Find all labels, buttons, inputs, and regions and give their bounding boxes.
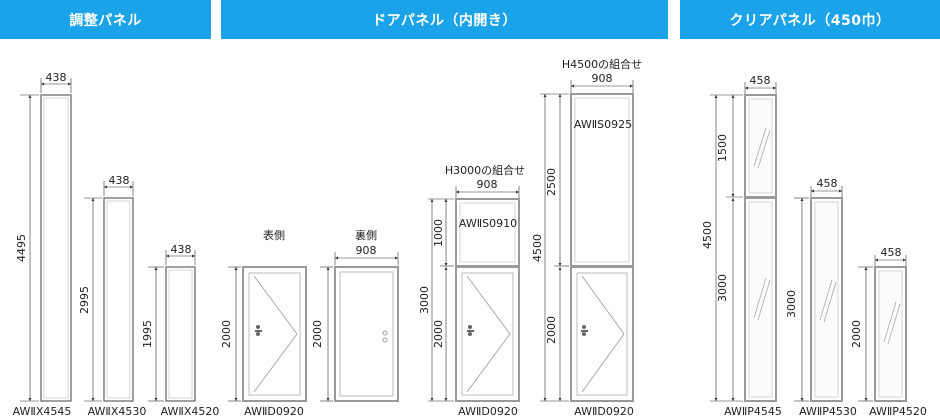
model-door-front: AWⅡD0920 bbox=[244, 405, 304, 418]
label-front: 表側 bbox=[263, 228, 285, 242]
dim-height-door-front bbox=[228, 266, 241, 402]
dim-label-h3000-2000: 2000 bbox=[432, 320, 445, 348]
model-s0925: AWⅡS0925 bbox=[574, 118, 632, 131]
door-front-inner bbox=[248, 272, 301, 396]
dim-label-x4520-width: 438 bbox=[171, 243, 192, 256]
dim-label-p4545-3000: 3000 bbox=[716, 274, 729, 302]
glass-reflection-icon bbox=[753, 127, 771, 169]
dim-width-p4520 bbox=[874, 255, 907, 266]
dim-label-p4530-width: 458 bbox=[817, 177, 838, 190]
model-x4530: AWⅡX4530 bbox=[88, 405, 147, 418]
door-h3000-handle-icon bbox=[467, 325, 474, 336]
dim-label-x4520-height: 1995 bbox=[141, 320, 154, 348]
model-door-h3000: AWⅡD0920 bbox=[458, 405, 518, 418]
model-p4530: AWⅡP4530 bbox=[799, 405, 857, 418]
dim-label-h4500-4500: 4500 bbox=[531, 234, 544, 262]
model-x4545: AWⅡX4545 bbox=[13, 405, 72, 418]
panel-p4545-bottom-inner bbox=[748, 201, 773, 398]
header-adjust-panel: 調整パネル bbox=[0, 0, 211, 39]
door-h4500-inner bbox=[576, 272, 628, 396]
dim-label-x4530-width: 438 bbox=[109, 174, 130, 187]
dim-h3000-left bbox=[428, 198, 454, 402]
dim-height-x4520 bbox=[148, 266, 164, 402]
dim-label-h4500-2500: 2500 bbox=[545, 168, 558, 196]
glass-reflection-icon bbox=[883, 301, 901, 345]
door-h4500-swing bbox=[581, 275, 625, 393]
panel-x4545 bbox=[40, 94, 72, 402]
dim-height-x4530 bbox=[84, 197, 102, 402]
dim-h4500-left bbox=[540, 93, 569, 402]
dim-height-p4530 bbox=[794, 197, 809, 402]
dim-label-door-front-height: 2000 bbox=[220, 320, 233, 348]
door-h4500 bbox=[570, 266, 634, 402]
glass-reflection-icon bbox=[753, 277, 771, 321]
dim-label-h3000-width: 908 bbox=[477, 178, 498, 191]
dim-label-p4520-height: 2000 bbox=[850, 320, 863, 348]
door-h3000-inner bbox=[461, 272, 514, 396]
dim-label-x4545-width: 438 bbox=[46, 71, 67, 84]
panel-s0925 bbox=[570, 93, 634, 267]
dim-width-p4545 bbox=[744, 82, 777, 94]
dim-width-p4530 bbox=[810, 186, 843, 197]
header-door-panel: ドアパネル（内開き） bbox=[221, 0, 668, 39]
model-x4520: AWⅡX4520 bbox=[161, 405, 220, 418]
panel-s0925-inner bbox=[574, 97, 630, 263]
dim-label-p4545-1500: 1500 bbox=[716, 134, 729, 162]
panel-s0910 bbox=[455, 198, 520, 267]
dim-label-p4530-height: 3000 bbox=[785, 290, 798, 318]
dim-p4545-left bbox=[710, 94, 743, 402]
dim-width-h3000 bbox=[455, 186, 520, 198]
dim-label-door-back-height: 2000 bbox=[311, 320, 324, 348]
panel-x4545-inner bbox=[43, 97, 69, 399]
dim-width-h4500 bbox=[570, 80, 634, 93]
model-p4520: AWⅡP4520 bbox=[869, 405, 927, 418]
panel-s0910-inner bbox=[459, 202, 516, 263]
model-s0910: AWⅡS0910 bbox=[459, 217, 517, 230]
dim-height-door-back bbox=[320, 266, 333, 402]
dim-label-p4520-width: 458 bbox=[881, 246, 902, 259]
panel-x4530 bbox=[103, 197, 134, 402]
dim-width-x4530 bbox=[103, 181, 134, 196]
label-h4500: H4500の組合せ bbox=[562, 57, 642, 71]
label-h3000: H3000の組合せ bbox=[445, 163, 525, 177]
door-back-inner bbox=[339, 271, 394, 397]
dim-width-x4545 bbox=[40, 78, 72, 93]
dim-label-h4500-2000: 2000 bbox=[545, 316, 558, 344]
dim-label-door-back-width: 908 bbox=[356, 244, 377, 257]
panel-x4520 bbox=[165, 266, 196, 402]
glass-reflection-icon bbox=[819, 279, 837, 323]
door-h4500-handle-icon bbox=[581, 325, 588, 336]
label-back: 裏側 bbox=[355, 228, 377, 242]
dim-label-x4530-height: 2995 bbox=[78, 286, 91, 314]
panel-x4530-inner bbox=[106, 200, 131, 399]
door-h3000-swing bbox=[466, 275, 511, 393]
door-front-swing bbox=[253, 275, 298, 393]
panel-x4520-inner bbox=[168, 269, 193, 399]
door-h3000 bbox=[455, 266, 520, 402]
door-front bbox=[242, 266, 307, 402]
dim-label-h3000-3000: 3000 bbox=[418, 286, 431, 314]
dim-label-p4545-4500: 4500 bbox=[701, 221, 714, 249]
dim-label-x4545-height: 4495 bbox=[15, 234, 28, 262]
dim-height-x4545 bbox=[20, 94, 39, 402]
door-back bbox=[334, 266, 399, 402]
header-clear-panel: クリアパネル（450巾） bbox=[680, 0, 940, 39]
panel-p4520-inner bbox=[878, 270, 903, 398]
door-back-knob-icon bbox=[382, 330, 388, 343]
dim-label-h4500-width: 908 bbox=[592, 72, 613, 85]
dim-width-door-back bbox=[334, 252, 399, 265]
dim-label-h3000-1000: 1000 bbox=[432, 219, 445, 247]
model-door-h4500: AWⅡD0920 bbox=[574, 405, 634, 418]
dim-label-p4545-width: 458 bbox=[750, 74, 771, 87]
dim-height-p4520 bbox=[858, 266, 873, 402]
door-front-handle-icon bbox=[255, 325, 262, 336]
dim-width-x4520 bbox=[165, 250, 196, 265]
model-p4545: AWⅡP4545 bbox=[724, 405, 782, 418]
